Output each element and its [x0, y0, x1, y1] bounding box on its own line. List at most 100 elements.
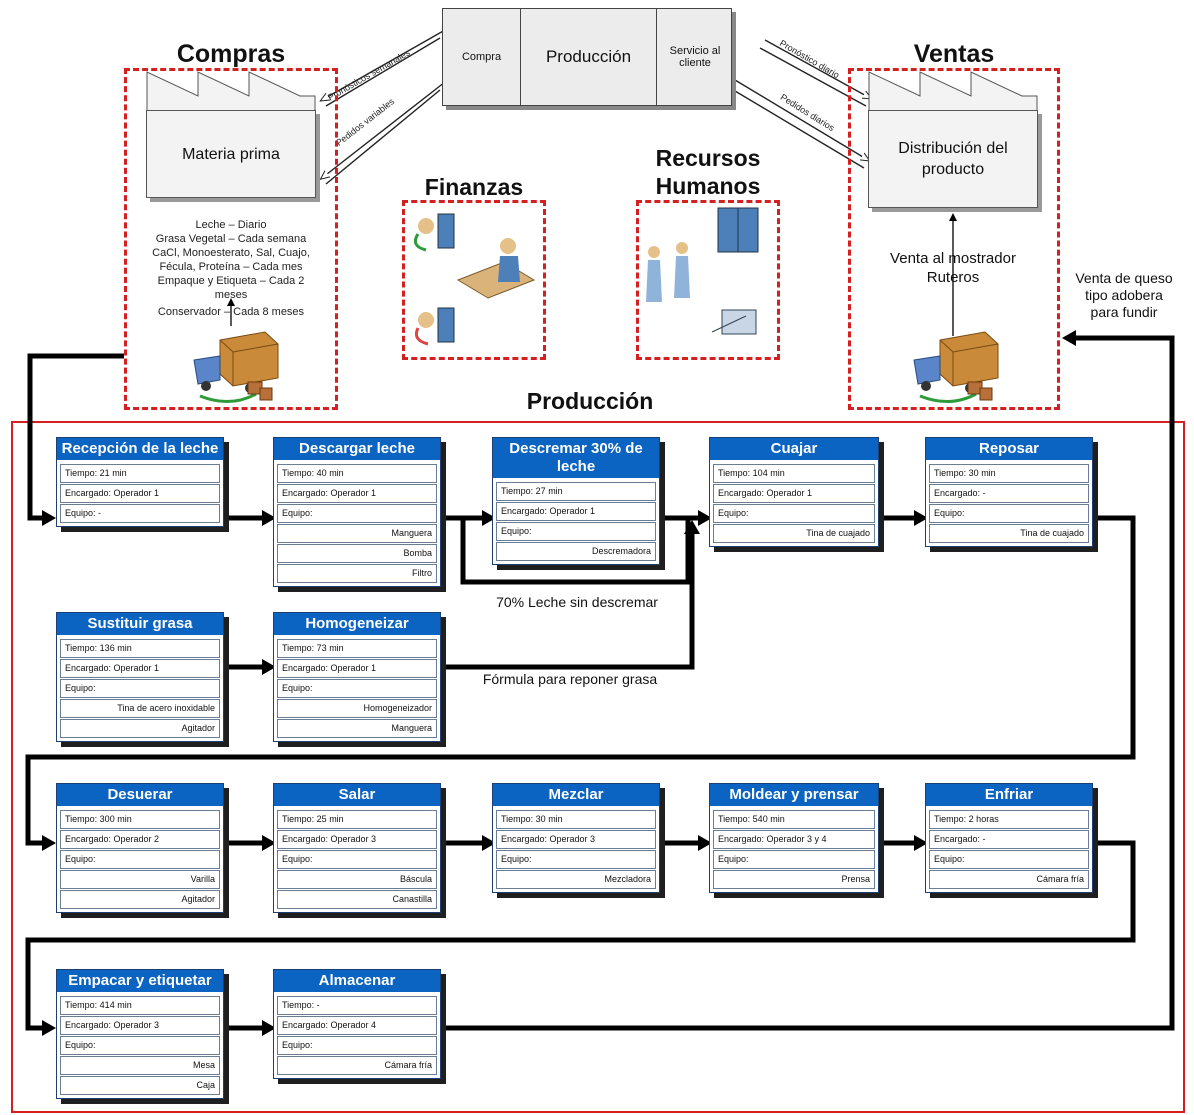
encargado-row: Encargado: Operador 3 [277, 830, 437, 849]
equipment-item: Bomba [277, 544, 437, 563]
venta-queso-line1: Venta de queso [1075, 270, 1173, 286]
encargado-row: Encargado: Operador 1 [60, 659, 220, 678]
produccion-title: Producción [526, 388, 654, 414]
equipment-item: Mesa [60, 1056, 220, 1075]
note-cacl: CaCl, Monoesterato, Sal, Cuajo, [152, 247, 310, 259]
distribucion-factory: Distribución del producto [868, 70, 1038, 210]
equipment-item: Tina de cuajado [929, 524, 1089, 543]
tiempo-row: Tiempo: 25 min [277, 810, 437, 829]
ventas-frame [848, 68, 1060, 410]
encargado-row: Encargado: Operador 1 [277, 659, 437, 678]
equipment-item: Agitador [60, 719, 220, 738]
venta-queso-line2: tipo adobera [1085, 287, 1163, 303]
tiempo-row: Tiempo: 414 min [60, 996, 220, 1015]
ruteros-label: Ruteros [926, 269, 980, 286]
materia-prima-factory: Materia prima [146, 70, 316, 200]
process-card-title: Moldear y prensar [710, 784, 878, 808]
tiempo-row: Tiempo: 300 min [60, 810, 220, 829]
note-fecula: Fécula, Proteína – Cada mes [159, 261, 303, 273]
equipment-item: Canastilla [277, 890, 437, 909]
equipment-item: Tina de acero inoxidable [60, 699, 220, 718]
equipo-row: Equipo: [713, 504, 875, 523]
process-card-title: Almacenar [274, 970, 440, 994]
equipment-item: Mezcladora [496, 870, 656, 889]
tiempo-row: Tiempo: 136 min [60, 639, 220, 658]
tiempo-row: Tiempo: 30 min [929, 464, 1089, 483]
tiempo-row: Tiempo: 2 horas [929, 810, 1089, 829]
equipo-row: Equipo: [60, 679, 220, 698]
compras-title: Compras [176, 40, 286, 68]
truck-icon [913, 331, 999, 403]
encargado-row: Encargado: Operador 1 [496, 502, 656, 521]
encargado-row: Encargado: Operador 4 [277, 1016, 437, 1035]
compras-notes: Leche – Diario Grasa Vegetal – Cada sema… [130, 218, 332, 319]
equipment-item: Manguera [277, 719, 437, 738]
truck-icon [193, 331, 279, 403]
tiempo-row: Tiempo: 540 min [713, 810, 875, 829]
hr-people-icon [646, 207, 759, 335]
process-card-title: Cuajar [710, 438, 878, 462]
equipment-item: Caja [60, 1076, 220, 1095]
encargado-row: Encargado: Operador 1 [60, 484, 220, 503]
equipo-row: Equipo: [277, 504, 437, 523]
compra-cell: Compra [443, 9, 521, 105]
produccion-frame [11, 421, 1185, 1113]
process-card-title: Enfriar [926, 784, 1092, 808]
tiempo-row: Tiempo: 73 min [277, 639, 437, 658]
ventas-title: Ventas [913, 40, 995, 68]
process-card-title: Mezclar [493, 784, 659, 808]
tiempo-row: Tiempo: 21 min [60, 464, 220, 483]
process-card-title: Desuerar [57, 784, 223, 808]
note-empaque: Empaque y Etiqueta – Cada 2 [157, 275, 305, 287]
leche-sin-descremar-label: 70% Leche sin descremar [496, 594, 658, 610]
equipo-row: Equipo: - [60, 504, 220, 523]
equipo-row: Equipo: [929, 504, 1089, 523]
process-card-title: Salar [274, 784, 440, 808]
equipment-item: Cámara fría [277, 1056, 437, 1075]
rrhh-title-line2: Humanos [655, 173, 761, 199]
equipo-row: Equipo: [277, 679, 437, 698]
process-card-title: Empacar y etiquetar [57, 970, 223, 994]
tiempo-row: Tiempo: 27 min [496, 482, 656, 501]
process-card-title: Descargar leche [274, 438, 440, 462]
equipo-row: Equipo: [277, 850, 437, 869]
finanzas-title: Finanzas [424, 174, 524, 200]
encargado-row: Encargado: Operador 1 [713, 484, 875, 503]
equipo-row: Equipo: [60, 850, 220, 869]
equipo-row: Equipo: [713, 850, 875, 869]
equipment-item: Filtro [277, 564, 437, 583]
equipment-item: Báscula [277, 870, 437, 889]
factory-roof-icon [146, 71, 316, 116]
equipo-row: Equipo: [60, 1036, 220, 1055]
venta-queso-label: Venta de queso tipo adobera para fundir [1062, 270, 1186, 321]
top-departments-box: Compra Producción Servicio al cliente [442, 8, 732, 106]
equipment-item: Descremadora [496, 542, 656, 561]
formula-reponer-grasa-label: Fórmula para reponer grasa [482, 671, 658, 687]
encargado-row: Encargado: - [929, 484, 1089, 503]
process-card-title: Descremar 30% de leche [493, 438, 659, 480]
rrhh-title: Recursos Humanos [636, 144, 780, 200]
encargado-row: Encargado: Operador 1 [277, 484, 437, 503]
note-leche: Leche – Diario [195, 219, 267, 231]
